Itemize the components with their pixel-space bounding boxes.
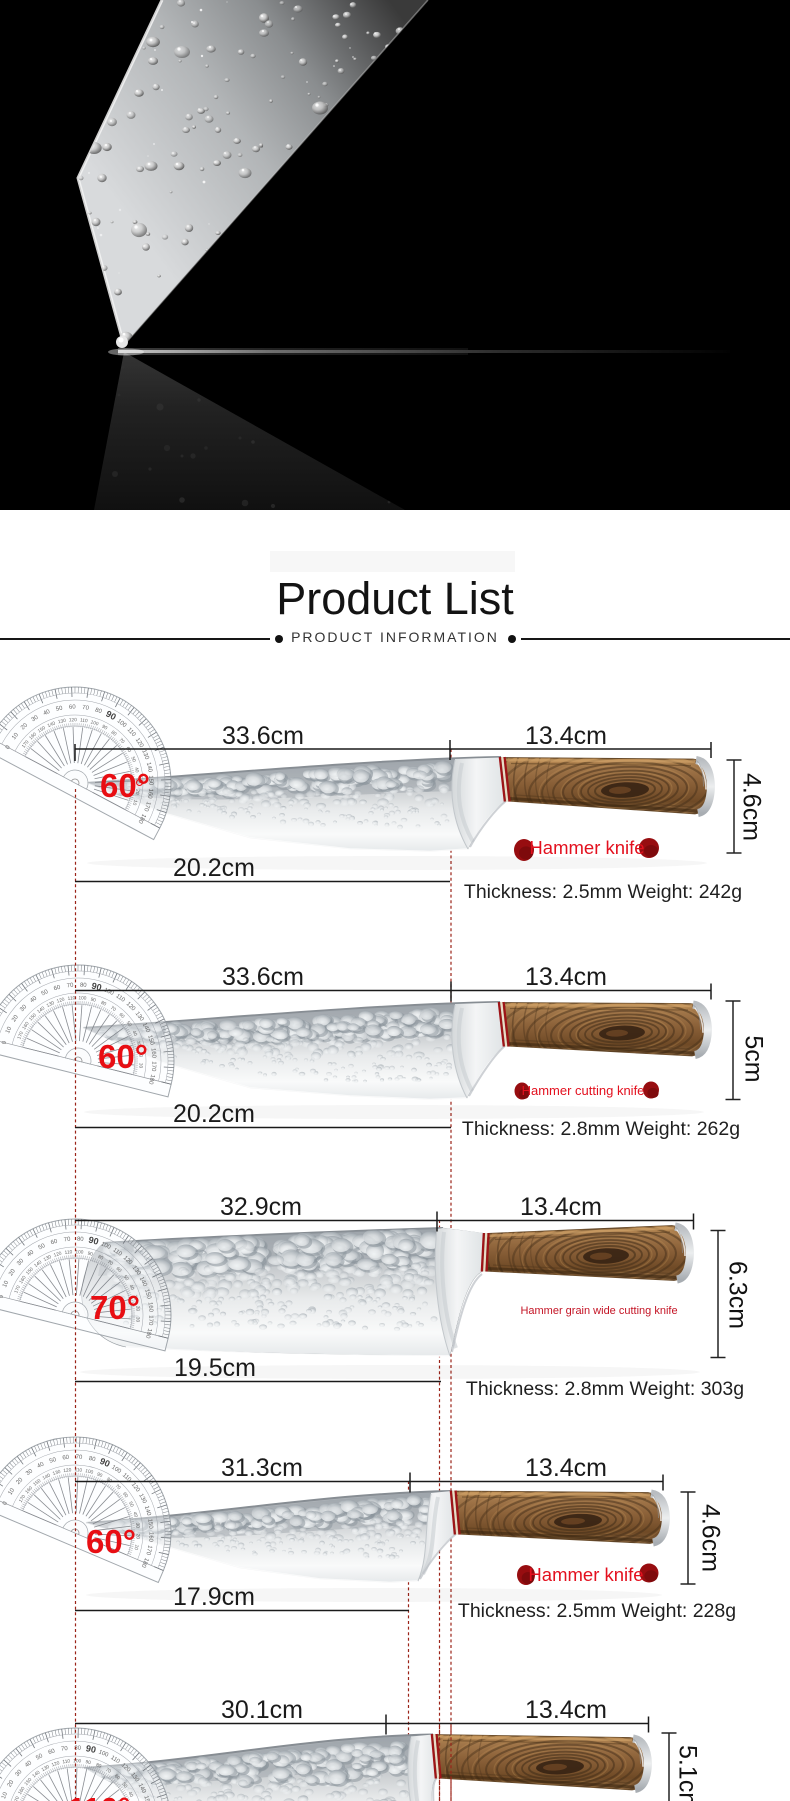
svg-text:60: 60 — [69, 705, 77, 711]
svg-text:70: 70 — [66, 983, 74, 990]
svg-text:100: 100 — [73, 1758, 82, 1764]
svg-text:170: 170 — [147, 1315, 154, 1326]
svg-text:160: 160 — [147, 1532, 154, 1543]
svg-text:120: 120 — [63, 1467, 72, 1474]
svg-text:70: 70 — [75, 1455, 83, 1461]
svg-text:100: 100 — [78, 995, 87, 1002]
svg-text:110: 110 — [62, 1758, 71, 1765]
svg-text:80: 80 — [77, 1237, 85, 1243]
svg-text:70: 70 — [63, 1237, 71, 1244]
svg-text:170: 170 — [150, 1061, 157, 1072]
svg-text:110: 110 — [80, 717, 89, 724]
svg-text:110: 110 — [64, 1249, 73, 1256]
svg-text:160: 160 — [149, 1048, 156, 1059]
svg-text:160: 160 — [146, 1302, 153, 1313]
svg-text:120: 120 — [69, 717, 78, 723]
svg-text:80: 80 — [80, 983, 88, 989]
svg-text:90: 90 — [85, 1743, 97, 1755]
svg-text:110: 110 — [67, 995, 76, 1002]
svg-text:100: 100 — [75, 1249, 84, 1256]
